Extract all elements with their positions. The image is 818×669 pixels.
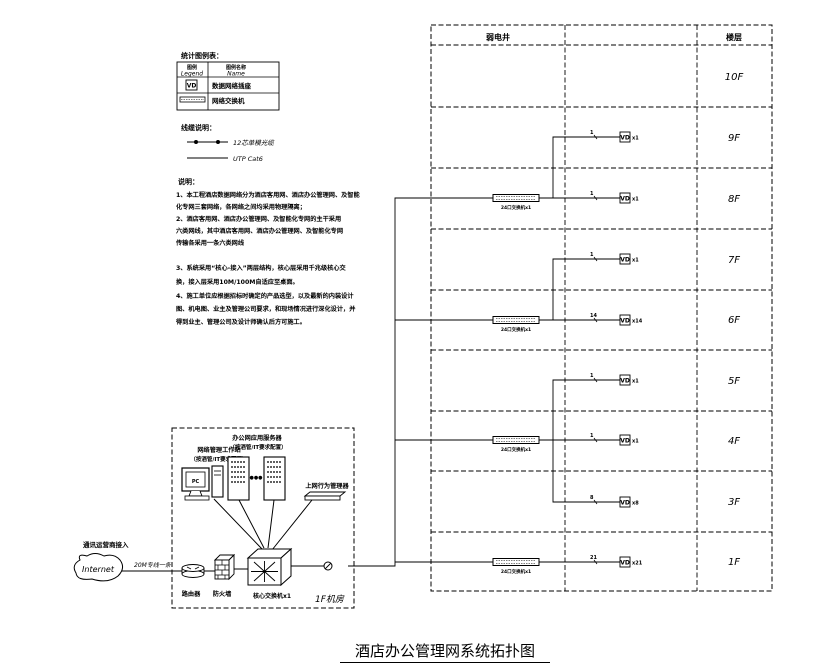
workstation-sub: （按酒管/IT要求配置）: [190, 455, 247, 463]
internet-label: Internet: [82, 565, 115, 574]
router-label: 路由器: [182, 590, 201, 598]
svg-text:x1: x1: [632, 379, 639, 385]
outlet-icon: [185, 79, 198, 91]
behavior-manager-icon: [303, 491, 347, 501]
behavior-label: 上网行为管理器: [305, 482, 349, 490]
note-line: 化专网三套网络，各网络之间均采用物理隔离；: [176, 203, 306, 211]
note-line: 传输各采用一条六类网线: [175, 239, 245, 247]
operator-label: 通讯运营商接入: [83, 540, 129, 549]
cloud-icon: [73, 553, 124, 582]
outlet-3f: 8 x8: [590, 495, 639, 508]
notes: 说明： 1、本工程酒店数据网络分为酒店客用网、酒店办公管理网、及智能 化专网三套…: [175, 177, 361, 326]
page-title: 酒店办公管理网系统拓扑图: [340, 640, 550, 663]
outlet-9f: 1 x1: [590, 130, 639, 143]
workstation-label: 网络管理工作站: [197, 446, 241, 454]
floor-switch-8f: 24口交换机x1: [492, 136, 620, 211]
line-label: 20M专线一条: [134, 561, 172, 569]
svg-text:x1: x1: [632, 439, 639, 445]
outlet-6f: 14 x14: [590, 313, 643, 326]
svg-text:14: 14: [590, 313, 597, 319]
floor-label: 7F: [728, 255, 740, 266]
note-line: 2、酒店客用网、酒店办公管理网、及智能化专网的主干采用: [176, 215, 341, 223]
floor-switch-4f: 24口交换机x1: [492, 379, 620, 503]
svg-text:x14: x14: [632, 319, 643, 325]
floor-label: 4F: [728, 436, 740, 447]
svg-text:x21: x21: [632, 561, 643, 567]
svg-text:1: 1: [590, 373, 594, 379]
server-icon: [227, 456, 286, 501]
floor-switch-1f: 24口交换机x1: [492, 558, 620, 575]
servers-label: 办公网应用服务器: [232, 434, 282, 442]
legend-title: 统计图例表：: [181, 51, 223, 60]
svg-text:x1: x1: [632, 197, 639, 203]
servers-sub: （按酒管/IT要求配置）: [229, 443, 286, 451]
note-line: 1、本工程酒店数据网络分为酒店客用网、酒店办公管理网、及智能: [176, 191, 361, 199]
legend-col-icon: 图例: [187, 64, 197, 71]
firewall-label: 防火墙: [213, 590, 232, 598]
switch-label: 24口交换机x1: [501, 446, 531, 453]
fiber-label: 12芯单模光缆: [233, 139, 275, 147]
floor-label: 3F: [728, 497, 740, 508]
machine-room: 网络管理工作站 （按酒管/IT要求配置） PC 办公网应用服务器 （按酒管/IT…: [171, 427, 355, 609]
legend-row2-name: 网络交换机: [212, 96, 245, 105]
svg-text:21: 21: [590, 555, 597, 561]
legend: 统计图例表： 图例 Legend 图例名称 Name VD 数据网络插座 网络交…: [176, 51, 280, 111]
svg-text:x1: x1: [632, 136, 639, 142]
note-line: 换，接入层采用10M/100M自适应至桌面。: [176, 278, 299, 286]
legend-col-icon-en: Legend: [181, 71, 203, 78]
workstation-icon: PC: [181, 465, 224, 501]
note-line: 3、系统采用“核心-接入”两层结构，核心层采用千兆级核心交: [176, 264, 347, 272]
legend-row1-name: 数据网络插座: [212, 81, 252, 90]
notes-title: 说明：: [178, 177, 199, 186]
floor-label: 1F: [728, 557, 740, 568]
floor-label: 10F: [725, 72, 744, 83]
header-shaft: 弱电井: [486, 32, 510, 42]
utp-label: UTP Cat6: [233, 155, 263, 163]
server-dots: ●●●: [249, 475, 263, 481]
svg-text:8: 8: [590, 495, 594, 501]
core-label: 核心交换机x1: [253, 592, 291, 600]
svg-text:PC: PC: [192, 479, 200, 485]
note-line: 图、机电图、业主及管理公司要求，和现场情况进行深化设计，并: [176, 305, 356, 313]
svg-text:x1: x1: [632, 258, 639, 264]
floor-label: 9F: [728, 133, 740, 144]
router-icon: [181, 564, 205, 578]
header-floor: 楼层: [726, 32, 742, 42]
legend-row1-icon: VD: [187, 83, 197, 90]
outlet-5f: 1 x1: [590, 373, 639, 386]
room-name: 1F机房: [315, 594, 345, 605]
outlet-4f: 1 x1: [590, 433, 639, 446]
svg-text:1: 1: [590, 130, 594, 136]
note-line: 得到业主、管理公司及设计师确认后方可施工。: [175, 318, 306, 326]
outlets: 1 x1 1 x1 1 x1 14 x14 1 x1: [590, 130, 643, 568]
outlet-1f: 21 x21: [590, 555, 643, 568]
floor-switch-6f: 24口交换机x1: [492, 258, 620, 333]
outlet-8f: 1 x1: [590, 191, 639, 204]
svg-text:1: 1: [590, 252, 594, 258]
svg-text:x8: x8: [632, 501, 639, 507]
switch-label: 24口交换机x1: [501, 568, 531, 575]
floor-label: 5F: [728, 376, 740, 387]
svg-text:1: 1: [590, 191, 594, 197]
firewall-icon: [213, 553, 236, 581]
legend-col-name-en: Name: [227, 71, 245, 78]
legend-col-name: 图例名称: [226, 64, 246, 71]
note-line: 六类网线，其中酒店客用网、酒店办公管理网、及智能化专网: [176, 227, 343, 235]
switch-label: 24口交换机x1: [501, 326, 531, 333]
core-switch-icon: [246, 547, 293, 587]
outlet-7f: 1 x1: [590, 252, 639, 265]
line-legend: 线缆说明： 12芯单模光缆 UTP Cat6: [181, 123, 275, 163]
switch-label: 24口交换机x1: [501, 204, 531, 211]
floor-label: 6F: [728, 315, 740, 326]
backbone: [348, 197, 493, 567]
lines-title: 线缆说明：: [181, 123, 216, 132]
external-access: 通讯运营商接入 Internet 20M专线一条: [73, 540, 182, 582]
note-line: 4、施工单位应根据招标时确定的产品选型，以及最新的内装设计: [176, 292, 354, 300]
riser-table: 弱电井 楼层 10F 9F 8F 7F 6F 5F 4F 3F 1F: [430, 24, 773, 592]
floor-label: 8F: [728, 194, 740, 205]
svg-text:1: 1: [590, 433, 594, 439]
